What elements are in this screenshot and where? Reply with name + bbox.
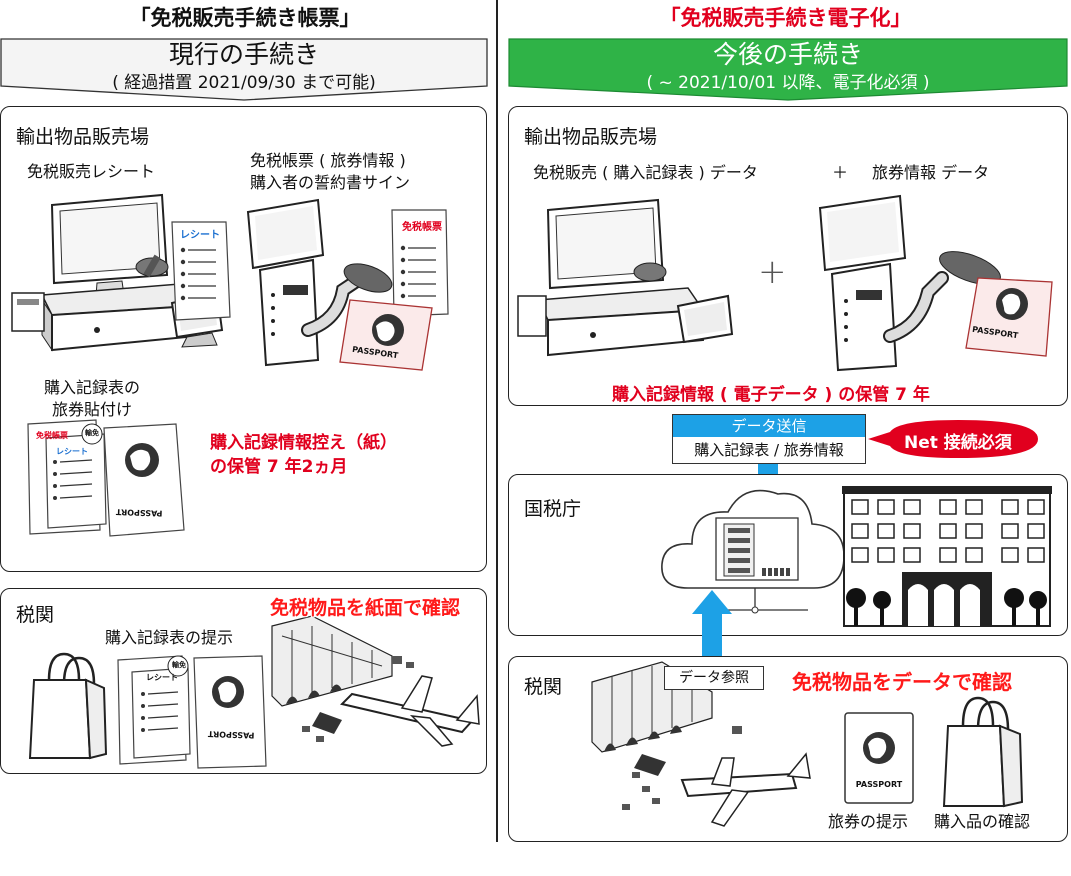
right-plus-small: ＋ (832, 163, 849, 182)
right-banner-shape (508, 38, 1068, 101)
receipt-doc-label: レシート (180, 230, 220, 241)
right-shop-label: 輸出物品販売場 (524, 126, 658, 148)
record-passport-label: PASSPORT (115, 507, 163, 518)
right-customs-note: 免税物品をデータで確認 (792, 670, 1012, 694)
ledger-doc-label: 免税帳票 (402, 222, 442, 233)
left-banner: 現行の手続き ( 経過措置 2021/09/30 まで可能) (0, 38, 488, 102)
present-caption: 購入記録表の提示 (105, 628, 234, 647)
shopping-bag-icon (28, 652, 108, 760)
right-shopping-bag-icon (942, 696, 1024, 808)
right-plus-big: + (758, 252, 787, 292)
data-reference-label: データ参照 (664, 666, 764, 690)
data-send-body: 購入記録表 / 旅券情報 (694, 441, 844, 459)
left-heading: 「免税販売手続き帳票」 (129, 6, 361, 30)
data-send-box: データ送信 購入記録表 / 旅券情報 (672, 414, 866, 464)
left-retention-line-2: の保管 7 年2ヵ月 (210, 457, 348, 477)
ledger-caption-1: 免税帳票 ( 旅券情報 ) (250, 151, 406, 170)
right-banner: 今後の手続き ( ~ 2021/10/01 以降、電子化必須 ) (508, 38, 1068, 102)
ledger-kiosk-illustration (246, 198, 393, 367)
nta-label: 国税庁 (524, 498, 582, 520)
receipt-caption: 免税販売レシート (27, 162, 156, 181)
right-pos-register-illustration (517, 198, 734, 357)
record-doc-ledger-label: 免税帳票 (36, 431, 68, 440)
ledger-document-icon (391, 209, 449, 317)
record-doc-receipt-label: レシート (56, 447, 88, 456)
customs-passport-card (844, 712, 914, 804)
net-required-badge (868, 420, 1038, 458)
right-data-caption-1: 免税販売 ( 購入記録表 ) データ (533, 163, 758, 182)
reference-arrow-up (692, 590, 732, 664)
left-customs-note: 免税物品を紙面で確認 (270, 597, 461, 619)
left-shop-label: 輸出物品販売場 (16, 126, 150, 148)
record-caption-2: 旅券貼付け (52, 400, 133, 419)
right-banner-title: 今後の手続き (712, 40, 863, 69)
ledger-caption-2: 購入者の誓約書サイン (250, 173, 411, 192)
customs-passport-card-label: PASSPORT (855, 780, 903, 789)
center-divider (496, 0, 498, 842)
cloud-server-icon (661, 489, 845, 614)
customs-passport-label: PASSPORT (207, 729, 255, 740)
left-banner-subtitle: ( 経過措置 2021/09/30 まで可能) (112, 73, 376, 93)
passport-icon (339, 299, 433, 371)
passport-present-caption: 旅券の提示 (828, 812, 909, 831)
customs-doc-receipt-label: レシート (146, 673, 178, 682)
left-banner-title: 現行の手続き (168, 40, 319, 69)
record-doc-tag: 輸免 (85, 429, 99, 437)
government-building-icon (842, 486, 1052, 627)
right-heading: 「免税販売手続き電子化」 (659, 6, 912, 30)
airport-scene-illustration (271, 615, 480, 747)
customs-record-passport-illustration (117, 655, 267, 769)
right-banner-subtitle: ( ~ 2021/10/01 以降、電子化必須 ) (646, 73, 930, 93)
pos-register-illustration (11, 193, 224, 352)
record-caption-1: 購入記録表の (44, 378, 141, 397)
right-kiosk-illustration (818, 194, 1053, 372)
left-banner-shape (0, 38, 488, 101)
right-retention: 購入記録情報 ( 電子データ ) の保管 7 年 (612, 385, 930, 405)
net-required-text: Net 接続必須 (904, 433, 1012, 453)
receipt-document-icon (171, 221, 231, 321)
customs-doc-tag: 輸免 (172, 661, 186, 669)
left-retention-line-1: 購入記録情報控え（紙） (210, 433, 397, 453)
right-data-caption-2: 旅券情報 データ (872, 163, 990, 182)
left-customs-label: 税関 (16, 604, 55, 626)
record-sheet-passport-illustration (27, 419, 185, 537)
right-customs-label: 税関 (524, 676, 563, 698)
data-send-header: データ送信 (673, 415, 865, 437)
goods-check-caption: 購入品の確認 (934, 812, 1031, 831)
